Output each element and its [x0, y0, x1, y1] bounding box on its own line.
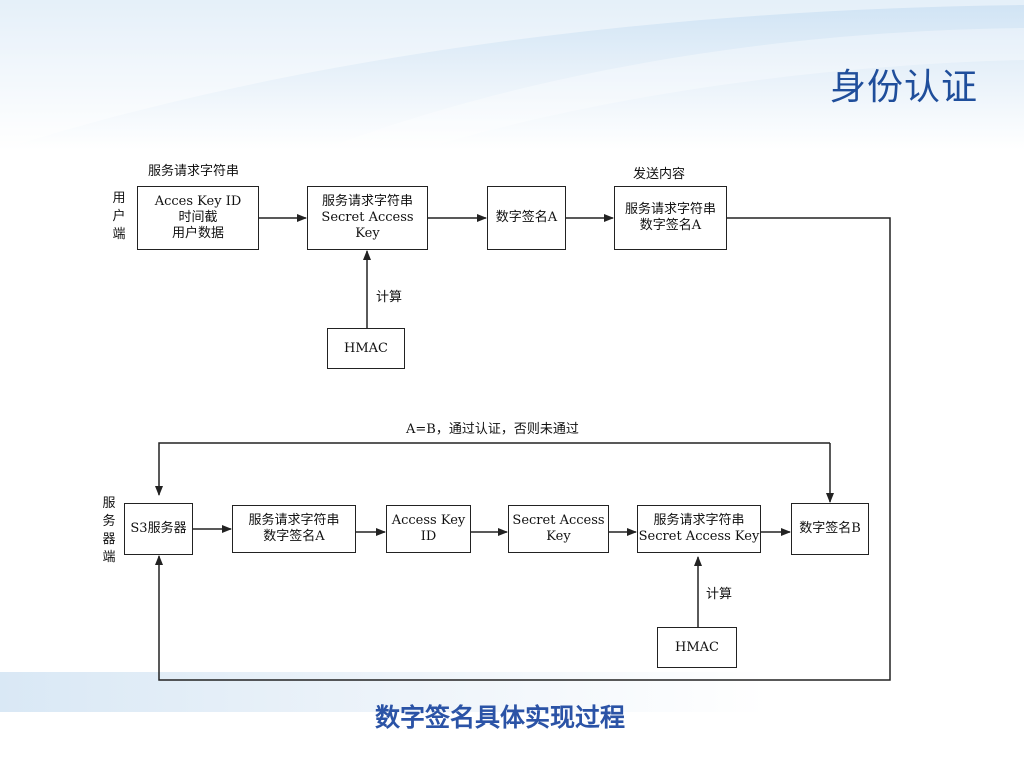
- footer-band: [0, 672, 1024, 712]
- client-signature-a-box: 数字签名A: [487, 186, 566, 250]
- header-swoosh: [0, 0, 1024, 150]
- client-send-content-box: 服务请求字符串数字签名A: [614, 186, 727, 250]
- server-hmac-box: HMAC: [657, 627, 737, 668]
- server-signature-b-box: 数字签名B: [791, 503, 869, 555]
- arrow-compare-ab: [155, 442, 830, 496]
- header-background: [0, 0, 1024, 150]
- client-side-label: 用户端: [112, 191, 126, 242]
- server-received-content-box: 服务请求字符串数字签名A: [232, 505, 356, 553]
- server-compute-label: 计算: [706, 587, 733, 602]
- send-content-label: 发送内容: [633, 167, 686, 182]
- arrow-send-to-server: [155, 217, 891, 681]
- client-request-string-label: 服务请求字符串: [148, 164, 240, 179]
- server-side-label: 服务器端: [102, 496, 116, 565]
- slide-title: 身份认证: [829, 67, 978, 108]
- client-compute-label: 计算: [376, 290, 403, 305]
- compare-result-label: A=B，通过认证，否则未通过: [406, 422, 579, 437]
- server-s3-box: S3服务器: [124, 503, 193, 555]
- client-hmac-box: HMAC: [327, 328, 405, 369]
- slide-caption: 数字签名具体实现过程: [374, 703, 625, 732]
